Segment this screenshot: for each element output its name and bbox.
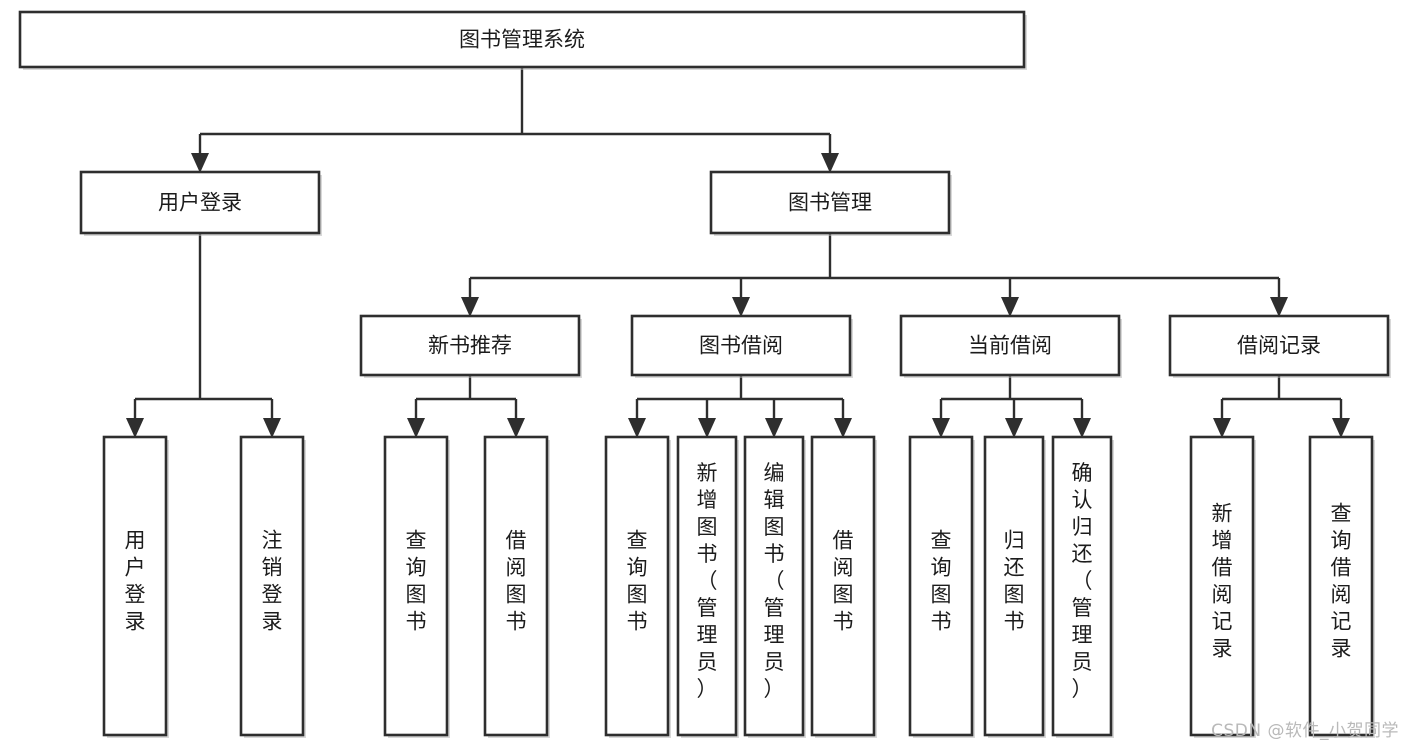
arrow-head-icon <box>834 418 852 438</box>
node-newbook[interactable]: 新书推荐 <box>359 314 582 378</box>
arrow-head-icon <box>263 418 281 438</box>
arrow-head-icon <box>732 297 750 317</box>
node-borrow[interactable]: 图书借阅 <box>630 314 853 378</box>
node-leaf_cur_confirm[interactable]: 确认归还（管理员） <box>1051 435 1114 738</box>
edge-group-login <box>126 233 281 438</box>
node-rect[interactable] <box>359 314 581 377</box>
node-label: 归还图书 <box>1004 529 1025 634</box>
arrow-head-icon <box>1270 297 1288 317</box>
node-leaf_rec_query[interactable]: 查询借阅记录 <box>1308 435 1375 738</box>
node-rect[interactable] <box>676 435 738 737</box>
arrow-head-icon <box>821 153 839 173</box>
node-leaf_bw_borrow[interactable]: 借阅图书 <box>810 435 877 738</box>
node-rect[interactable] <box>743 435 805 737</box>
arrow-head-icon <box>1332 418 1350 438</box>
node-label: 用户登录 <box>158 191 242 215</box>
node-label: 图书管理系统 <box>459 28 585 52</box>
node-label: 新增借阅记录 <box>1212 502 1233 661</box>
node-leaf_user_logout[interactable]: 注销登录 <box>239 435 306 738</box>
arrow-head-icon <box>191 153 209 173</box>
node-rect[interactable] <box>383 435 449 737</box>
node-leaf_user_login[interactable]: 用户登录 <box>102 435 169 738</box>
node-label: 查询图书 <box>406 529 427 634</box>
csdn-watermark: CSDN @软件_小贺同学 <box>1211 721 1399 741</box>
node-label: 查询借阅记录 <box>1331 502 1352 661</box>
node-rect[interactable] <box>1051 435 1113 737</box>
arrow-head-icon <box>1005 418 1023 438</box>
node-label: 图书管理 <box>788 191 872 215</box>
edge-group-current <box>932 375 1091 438</box>
node-record[interactable]: 借阅记录 <box>1168 314 1391 378</box>
node-rect[interactable] <box>983 435 1045 737</box>
arrow-head-icon <box>461 297 479 317</box>
arrow-head-icon <box>698 418 716 438</box>
arrow-head-icon <box>1213 418 1231 438</box>
node-current[interactable]: 当前借阅 <box>899 314 1122 378</box>
node-leaf_rec_add[interactable]: 新增借阅记录 <box>1189 435 1256 738</box>
arrow-head-icon <box>507 418 525 438</box>
node-leaf_nb_borrow[interactable]: 借阅图书 <box>483 435 550 738</box>
node-bookmgmt[interactable]: 图书管理 <box>709 170 952 236</box>
node-label: 注销登录 <box>262 529 283 634</box>
node-leaf_bw_query[interactable]: 查询图书 <box>604 435 671 738</box>
node-label: 查询图书 <box>931 529 952 634</box>
node-rect[interactable] <box>1168 314 1390 377</box>
node-label: 新增图书（管理员） <box>697 461 718 701</box>
node-layer: 图书管理系统用户登录图书管理新书推荐图书借阅当前借阅借阅记录用户登录注销登录查询… <box>18 10 1391 738</box>
node-rect[interactable] <box>239 435 305 737</box>
edge-group-root <box>191 67 839 173</box>
arrow-head-icon <box>126 418 144 438</box>
node-login[interactable]: 用户登录 <box>79 170 322 236</box>
node-label: 当前借阅 <box>968 334 1052 358</box>
node-rect[interactable] <box>810 435 876 737</box>
arrow-head-icon <box>932 418 950 438</box>
node-leaf_cur_return[interactable]: 归还图书 <box>983 435 1046 738</box>
node-leaf_bw_edit[interactable]: 编辑图书（管理员） <box>743 435 806 738</box>
edge-group-bookmgmt <box>461 233 1288 317</box>
connector-layer <box>126 67 1350 438</box>
node-label: 查询图书 <box>627 529 648 634</box>
node-label: 借阅图书 <box>833 529 854 634</box>
node-label: 用户登录 <box>125 529 146 634</box>
node-rect[interactable] <box>18 10 1026 69</box>
arrow-head-icon <box>1001 297 1019 317</box>
node-rect[interactable] <box>1308 435 1374 737</box>
node-rect[interactable] <box>899 314 1121 377</box>
node-label: 图书借阅 <box>699 334 783 358</box>
node-rect[interactable] <box>483 435 549 737</box>
node-rect[interactable] <box>1189 435 1255 737</box>
arrow-head-icon <box>407 418 425 438</box>
arrow-head-icon <box>1073 418 1091 438</box>
node-label: 借阅图书 <box>506 529 527 634</box>
arrow-head-icon <box>628 418 646 438</box>
node-rect[interactable] <box>709 170 951 235</box>
node-rect[interactable] <box>604 435 670 737</box>
node-leaf_bw_add[interactable]: 新增图书（管理员） <box>676 435 739 738</box>
node-label: 借阅记录 <box>1237 334 1321 358</box>
node-root[interactable]: 图书管理系统 <box>18 10 1027 70</box>
node-rect[interactable] <box>102 435 168 737</box>
edge-group-borrow <box>628 375 852 438</box>
node-label: 新书推荐 <box>428 334 512 358</box>
arrow-head-icon <box>765 418 783 438</box>
node-label: 编辑图书（管理员） <box>764 461 785 701</box>
node-leaf_nb_query[interactable]: 查询图书 <box>383 435 450 738</box>
node-label: 确认归还（管理员） <box>1072 461 1093 701</box>
node-leaf_cur_query[interactable]: 查询图书 <box>908 435 975 738</box>
node-rect[interactable] <box>630 314 852 377</box>
node-rect[interactable] <box>79 170 321 235</box>
edge-group-newbook <box>407 375 525 438</box>
edge-group-record <box>1213 375 1350 438</box>
node-rect[interactable] <box>908 435 974 737</box>
